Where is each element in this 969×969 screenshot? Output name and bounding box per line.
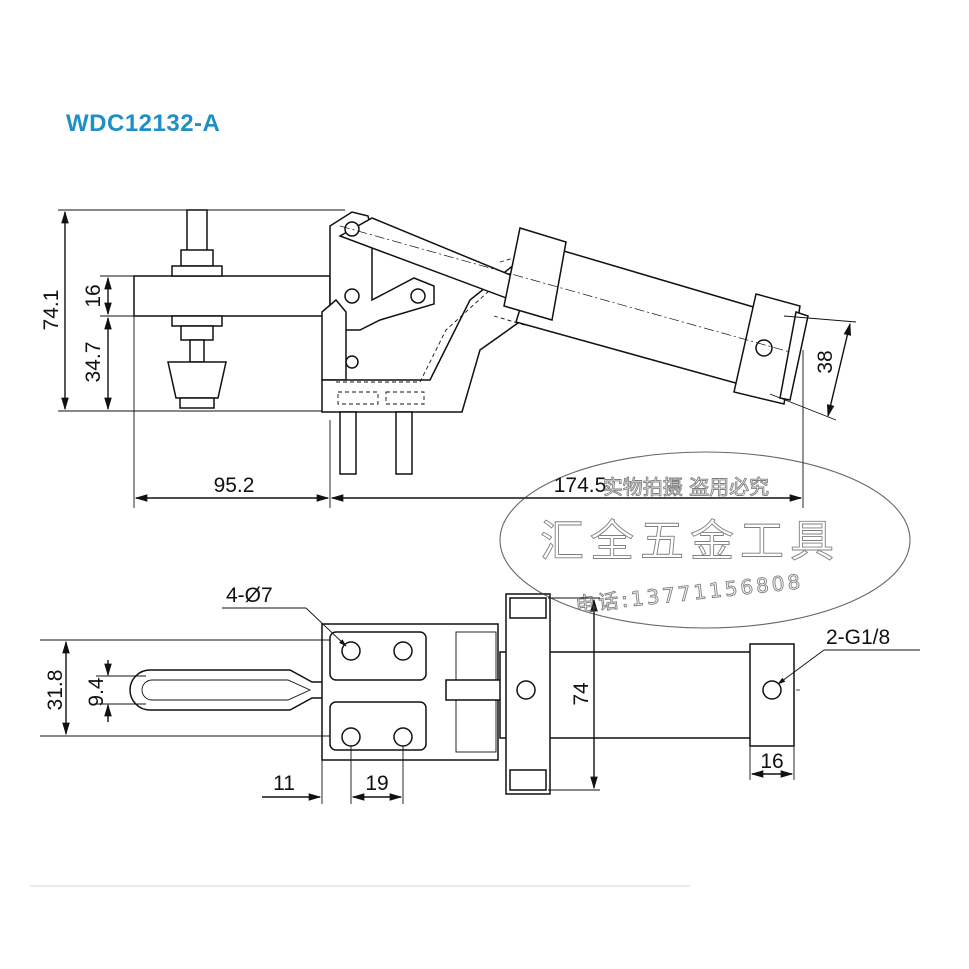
cylinder-collar [503,227,567,321]
mount-hole [393,641,413,661]
air-port [516,680,536,700]
clamp-arm [133,275,331,317]
dim-95-2: 95.2 [214,474,255,497]
dim-74-1: 74.1 [40,290,63,331]
mounting-bolt [339,411,357,475]
mounting-bolt [395,411,413,475]
label-4-holes: 4-Ø7 [226,584,273,607]
side-view: 74.1 16 34.7 38 95.2 174.5 [40,209,857,508]
dim-11: 11 [273,772,295,795]
mount-hole [341,727,361,747]
dim-19: 19 [365,772,388,795]
dim-16: 16 [82,284,105,307]
rubber-tip [167,361,227,399]
label-ports: 2-G1/8 [826,626,890,649]
watermark-line1: 实物拍摄 盗用必究 [603,475,769,499]
dim-38: 38 [814,350,837,373]
top-view: 4-Ø7 2-G1/8 31.8 9.4 74 16 11 19 [40,584,920,804]
mount-hole [393,727,413,747]
air-port [755,339,773,357]
dim-9-4: 9.4 [85,677,108,707]
dim-34-7: 34.7 [82,342,105,383]
dim-31-8: 31.8 [44,670,67,711]
dim-74: 74 [570,682,593,706]
air-port [762,680,782,700]
watermark-line3: 电话:13771156808 [574,569,804,617]
watermark-line2: 汇全五金工具 [540,516,840,567]
dim-174-5: 174.5 [554,474,607,497]
spindle-top [186,209,208,253]
drawing-title: WDC12132-A [66,110,221,137]
dim-16-end: 16 [760,750,783,773]
